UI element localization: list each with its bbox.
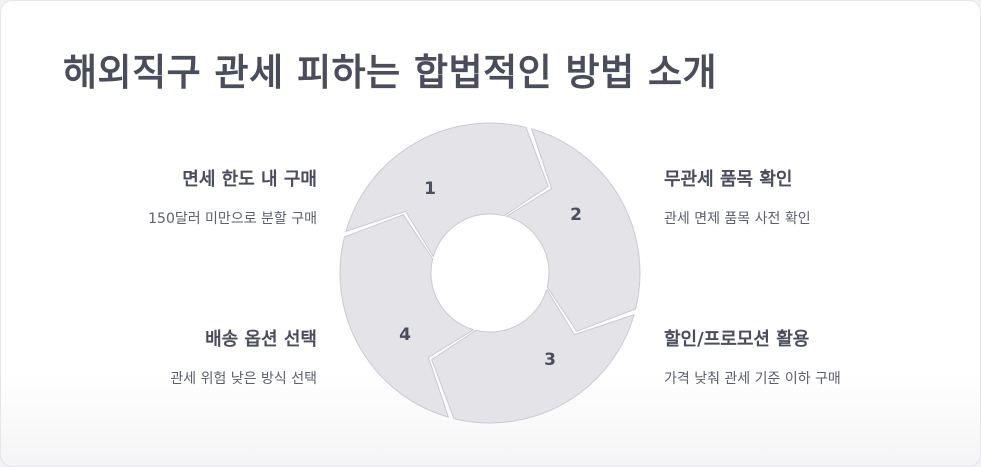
step-description-2: 관세 면제 품목 사전 확인 <box>664 211 811 227</box>
step-description-4: 관세 위험 낮은 방식 선택 <box>170 371 317 387</box>
cycle-segment-1 <box>345 122 549 258</box>
step-heading-2: 무관세 품목 확인 <box>664 169 793 190</box>
segment-number-4: 4 <box>399 325 411 345</box>
step-heading-3: 할인/프로모션 활용 <box>664 329 810 350</box>
step-item-3: 할인/프로모션 활용 가격 낮춰 관세 기준 이하 구매 <box>664 325 964 388</box>
segment-number-2: 2 <box>570 205 582 225</box>
cycle-segment-2 <box>505 128 641 332</box>
segment-number-3: 3 <box>544 350 556 370</box>
step-item-4: 배송 옵션 선택 관세 위험 낮은 방식 선택 <box>17 325 317 388</box>
step-heading-1: 면세 한도 내 구매 <box>182 169 317 190</box>
step-item-1: 면세 한도 내 구매 150달러 미만으로 분할 구매 <box>17 165 317 228</box>
step-description-1: 150달러 미만으로 분할 구매 <box>148 211 317 227</box>
step-heading-4: 배송 옵션 선택 <box>205 329 317 350</box>
step-description-3: 가격 낮춰 관세 기준 이하 구매 <box>664 371 841 387</box>
page-title: 해외직구 관세 피하는 합법적인 방법 소개 <box>63 51 718 94</box>
segment-number-1: 1 <box>424 179 436 199</box>
step-item-2: 무관세 품목 확인 관세 면제 품목 사전 확인 <box>664 165 964 228</box>
cycle-segment-4 <box>339 214 475 418</box>
cycle-segment-3 <box>431 288 635 424</box>
